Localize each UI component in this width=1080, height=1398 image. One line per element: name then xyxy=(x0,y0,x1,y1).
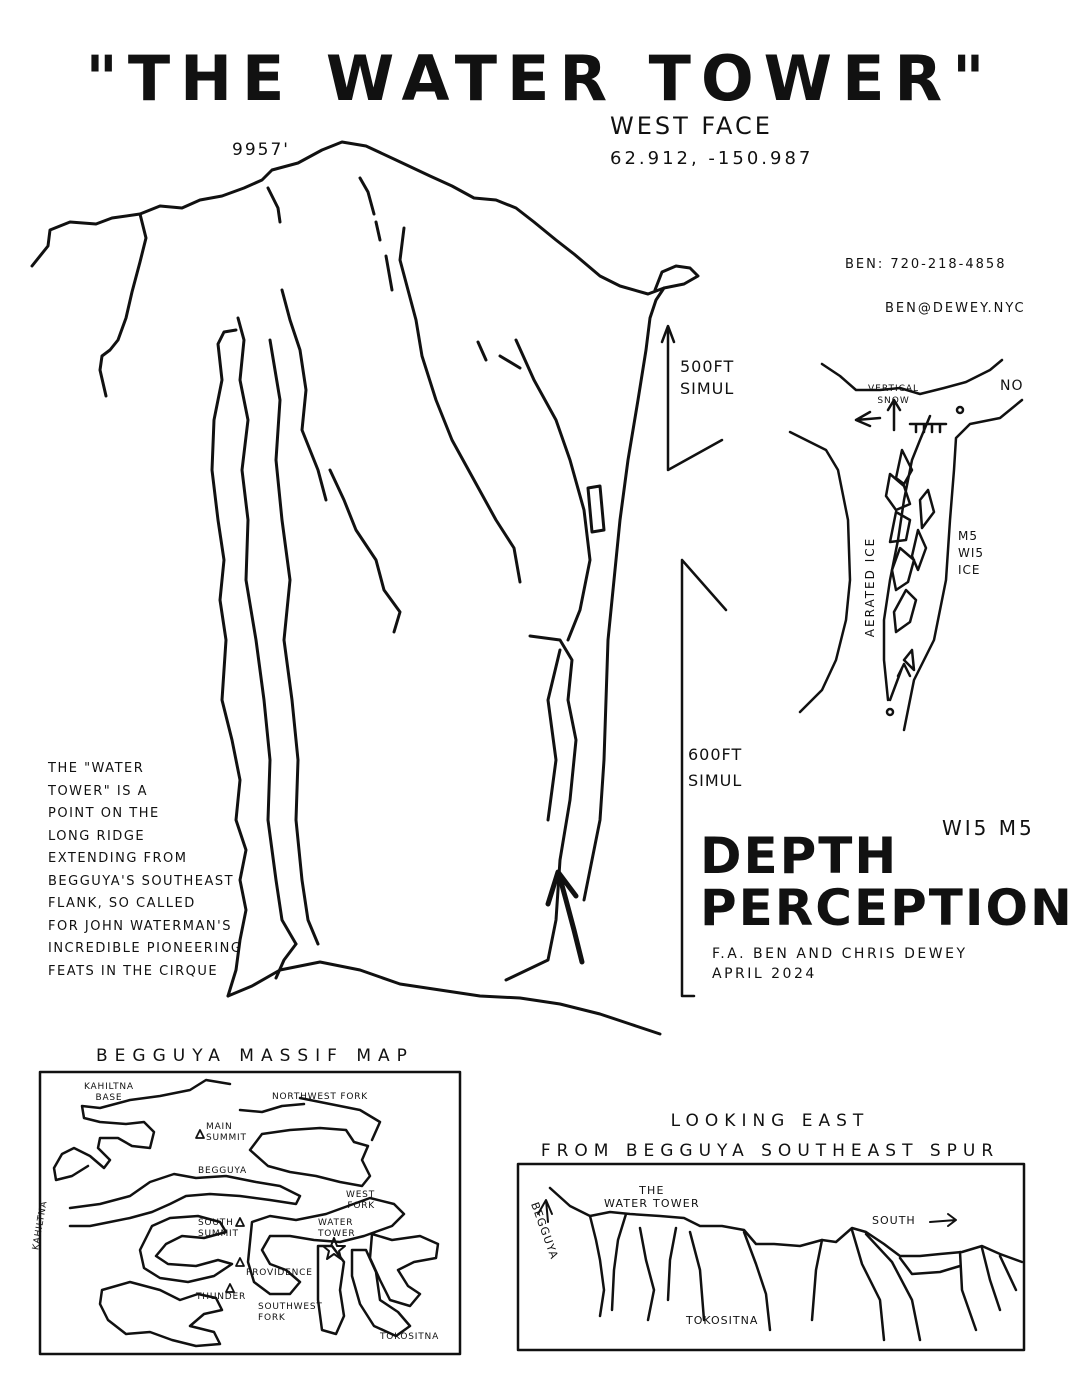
left-couloir-outer xyxy=(210,328,248,998)
thunder-triangle xyxy=(225,1283,235,1293)
map-label-begguya: BEGGUYA xyxy=(198,1166,247,1176)
massif-map xyxy=(38,1070,462,1356)
view-skyline xyxy=(548,1186,1024,1264)
left-ridge-spur xyxy=(98,212,148,398)
face-crack-4 xyxy=(374,220,394,292)
base-ridge xyxy=(226,960,662,1036)
left-couloir-inner xyxy=(236,316,298,946)
view-label-south: SOUTH xyxy=(872,1214,916,1227)
lower-pitch-label: 600FT SIMUL xyxy=(688,745,743,790)
map-title: BEGGUYA MASSIF MAP xyxy=(96,1046,414,1066)
inset-frame xyxy=(816,354,1072,732)
water-tower-star xyxy=(322,1237,346,1260)
map-label-southwest-fork: SOUTHWEST FORK xyxy=(258,1302,323,1323)
glacier-9 xyxy=(368,1232,440,1308)
map-label-northwest-fork: NORTHWEST FORK xyxy=(272,1092,368,1102)
west-face-sketch xyxy=(30,140,700,1036)
contact-email: BEN@DEWEY.NYC xyxy=(885,301,1026,316)
face-crack-6 xyxy=(358,176,376,216)
first-ascent: F.A. BEN AND CHRIS DEWEY APRIL 2024 xyxy=(712,946,968,982)
face-crack-8 xyxy=(476,340,522,370)
inset-left-wall xyxy=(788,430,852,714)
map-label-water-tower: WATER TOWER xyxy=(318,1218,356,1239)
inset-exit-point xyxy=(955,405,965,415)
east-view xyxy=(516,1162,1026,1352)
approach-arrow xyxy=(545,869,585,965)
inset-start-point xyxy=(885,707,895,717)
topo-vertical-snow: VERTICAL SNOW xyxy=(868,384,920,406)
glacier-3 xyxy=(138,1214,234,1284)
view-title: LOOKING EAST FROM BEGGUYA SOUTHEAST SPUR xyxy=(540,1111,1000,1161)
contact-phone: BEN: 720-218-4858 xyxy=(845,257,1007,272)
summit-elevation: 9957' xyxy=(232,140,290,160)
view-label-water-tower: THE WATER TOWER xyxy=(604,1184,700,1210)
route-topo-inset xyxy=(788,354,1072,732)
face-crack-2 xyxy=(280,288,328,502)
glacier-6 xyxy=(238,1096,382,1142)
topo-aerated-ice: AERATED ICE xyxy=(863,536,878,638)
topo-no: NO xyxy=(1000,378,1024,394)
face-crack-9 xyxy=(586,484,606,534)
upper-pitch-label: 500FT SIMUL xyxy=(680,357,735,398)
map-label-tokositna: TOKOSITNA xyxy=(380,1332,440,1342)
main-summit-triangle xyxy=(195,1129,205,1139)
map-label-main-summit: MAIN SUMMIT xyxy=(206,1122,247,1143)
route-name: DEPTH PERCEPTION xyxy=(700,827,1074,937)
base-spur xyxy=(274,942,298,980)
route-grade: WI5 M5 xyxy=(942,816,1035,840)
description-text: THE "WATER TOWER" IS A POINT ON THE LONG… xyxy=(48,761,243,979)
left-couloir-third xyxy=(268,338,320,946)
page-title: "THE WATER TOWER" xyxy=(85,42,995,115)
inset-left-arrow xyxy=(854,410,882,428)
face-subtitle: WEST FACE xyxy=(610,112,773,140)
begguya-arrow xyxy=(537,1199,553,1223)
view-frame xyxy=(516,1162,1026,1352)
ridge-line xyxy=(30,140,666,296)
map-frame xyxy=(38,1070,462,1356)
providence-triangle xyxy=(235,1257,245,1267)
face-crack-10 xyxy=(546,648,562,822)
face-crack-7 xyxy=(514,338,592,642)
map-label-kahiltna-base: KAHILTNA BASE xyxy=(84,1082,134,1103)
face-crack-5 xyxy=(398,226,522,584)
glacier-7 xyxy=(246,1196,406,1296)
inset-ice-bulges xyxy=(884,448,936,672)
right-ridge xyxy=(582,264,700,902)
upper-pitch-line xyxy=(666,328,724,472)
face-crack-1 xyxy=(266,186,282,224)
inset-cornice xyxy=(908,422,948,434)
view-label-tokositna: TOKOSITNA xyxy=(686,1314,759,1327)
south-arrow xyxy=(929,1213,957,1227)
upper-pitch-arrow xyxy=(660,324,676,344)
south-summit-triangle xyxy=(235,1217,245,1227)
glacier-1 xyxy=(52,1078,232,1182)
glacier-8 xyxy=(316,1244,412,1338)
map-label-thunder: THUNDER xyxy=(196,1292,247,1302)
lower-pitch-line xyxy=(680,558,728,998)
map-label-providence: PROVIDENCE xyxy=(246,1268,313,1278)
gps-coordinates: 62.912, -150.987 xyxy=(610,148,814,169)
inset-right-wall xyxy=(902,398,1024,732)
face-crack-11 xyxy=(504,634,578,982)
contact-block: BEN: 720-218-4858 BEN@DEWEY.NYC xyxy=(845,232,1026,342)
inset-route-line xyxy=(886,398,902,432)
glacier-2 xyxy=(68,1172,302,1228)
inset-ridge xyxy=(820,358,1004,396)
inset-approach-arrow xyxy=(888,662,912,702)
face-crack-3 xyxy=(328,468,402,634)
view-ridges xyxy=(588,1212,1018,1342)
map-label-south-summit: SOUTH SUMMIT xyxy=(198,1218,239,1239)
glacier-5 xyxy=(248,1126,372,1188)
map-label-west-fork: WEST FORK xyxy=(346,1190,375,1211)
topo-m5-wi5-ice: M5 WI5 ICE xyxy=(958,529,985,577)
simul-pitch-lines xyxy=(660,324,728,998)
glacier-4 xyxy=(98,1280,224,1348)
